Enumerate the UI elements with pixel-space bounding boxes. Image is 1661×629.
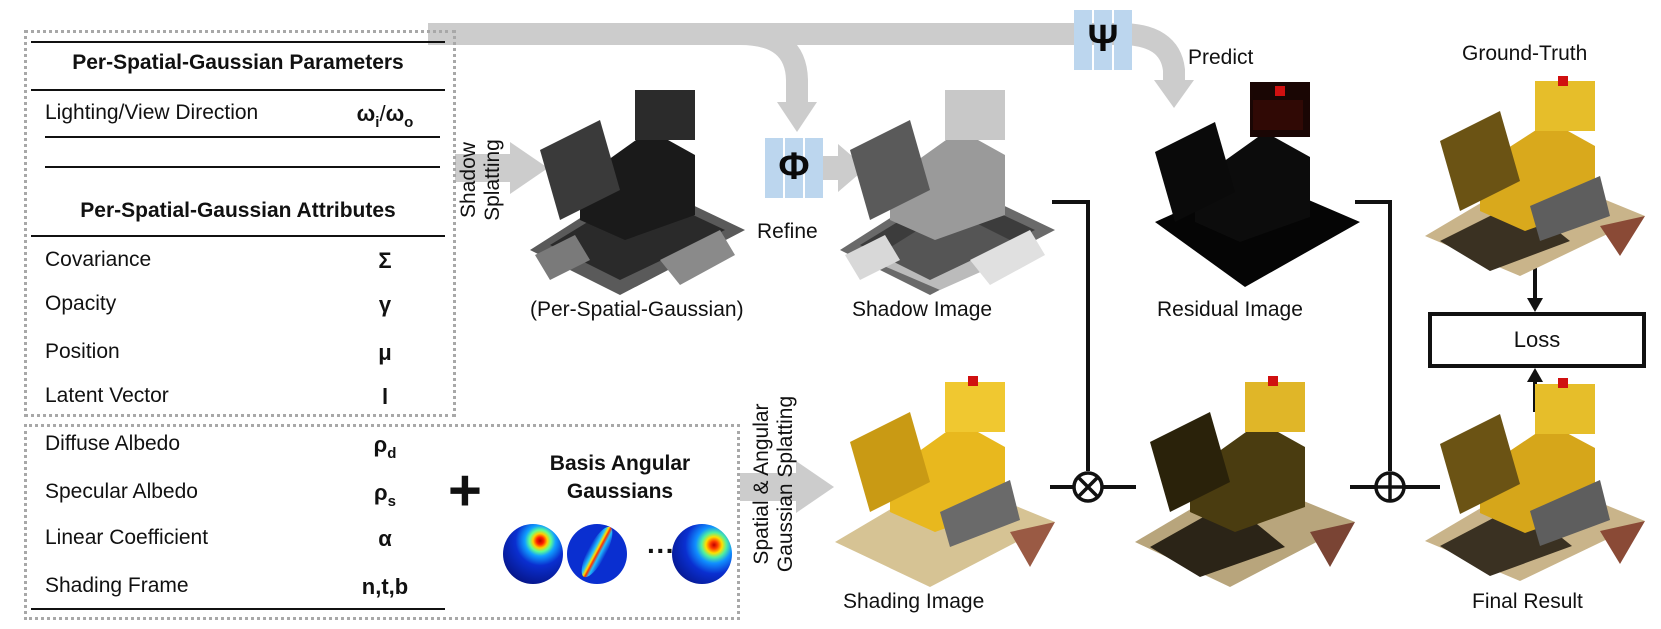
phi-output-shaft xyxy=(822,156,842,180)
residual-image xyxy=(1155,82,1360,287)
phi-output-arrowhead xyxy=(838,144,866,192)
mat-label-frame: Shading Frame xyxy=(45,574,189,597)
shadow-to-multiply-line xyxy=(1052,200,1090,471)
shadow-image-label: Shadow Image xyxy=(852,298,993,321)
phi-tile-2 xyxy=(785,138,803,198)
attr-label-opacity: Opacity xyxy=(45,292,117,315)
psi-tile-2 xyxy=(1094,10,1112,70)
phi-flow-branch xyxy=(739,23,808,104)
basis-spheres-group: ··· xyxy=(503,524,732,584)
psi-tile-3 xyxy=(1114,10,1132,70)
params-bottom-rule xyxy=(45,136,440,138)
phi-network-symbol: Φ xyxy=(778,146,810,188)
mat-symbol-diffuse: ρd xyxy=(373,432,397,462)
spatial-splat-shaft xyxy=(740,473,800,501)
phi-tile-1 xyxy=(765,138,783,198)
loss-label: Loss xyxy=(1513,327,1561,352)
material-table-dotted-frame xyxy=(24,424,740,620)
attributes-header-rule xyxy=(31,235,445,237)
basis-sphere-1 xyxy=(503,524,563,584)
per-spatial-shadow-image xyxy=(530,90,745,295)
psi-tile-1 xyxy=(1074,10,1092,70)
mat-label-diffuse: Diffuse Albedo xyxy=(45,432,181,455)
mat-symbol-specular: ρs xyxy=(374,480,396,510)
mat-symbol-linear: α xyxy=(378,526,392,551)
final-result-image xyxy=(1425,378,1645,581)
mat-label-specular: Specular Albedo xyxy=(45,480,198,503)
shadow-splat-shaft xyxy=(455,154,515,182)
params-header-rule xyxy=(31,89,445,91)
basis-title-line1: Basis Angular xyxy=(549,452,691,475)
multiply-operator-icon xyxy=(1072,471,1104,503)
basis-title-line2: Gaussians xyxy=(566,480,674,503)
attr-symbol-opacity: γ xyxy=(378,292,392,317)
loss-box: Loss xyxy=(1428,312,1646,368)
param-symbol-lighting: ωi/ωo xyxy=(356,101,414,131)
add-operator-icon xyxy=(1374,471,1406,503)
material-bottom-rule xyxy=(31,608,445,610)
basis-ellipsis: ··· xyxy=(647,535,675,566)
attr-symbol-position: μ xyxy=(378,340,392,365)
final-to-loss-arrowhead xyxy=(1527,368,1543,382)
basis-sphere-2 xyxy=(567,524,627,584)
refine-label: Refine xyxy=(757,220,818,243)
attr-label-latent: Latent Vector xyxy=(45,384,169,407)
phi-input-arrowhead xyxy=(777,102,817,132)
attributes-top-rule xyxy=(45,166,440,168)
attributes-table-title: Per-Spatial-Gaussian Attributes xyxy=(80,199,396,222)
predict-arrowhead xyxy=(1154,80,1194,108)
ground-truth-label: Ground-Truth xyxy=(1462,42,1588,65)
mat-label-linear: Linear Coefficient xyxy=(45,526,209,549)
basis-sphere-3 xyxy=(672,524,732,584)
shading-image xyxy=(835,376,1055,587)
predict-label: Predict xyxy=(1188,46,1254,69)
psi-network-symbol: Ψ xyxy=(1087,18,1119,60)
plus-sign: + xyxy=(448,458,482,523)
attr-label-covariance: Covariance xyxy=(45,248,152,271)
shading-image-label: Shading Image xyxy=(843,590,985,613)
shadow-splat-arrowhead xyxy=(510,142,548,194)
attr-symbol-latent: l xyxy=(381,384,389,409)
attr-symbol-covariance: Σ xyxy=(378,248,392,273)
phi-tile-3 xyxy=(805,138,823,198)
param-label-lighting: Lighting/View Direction xyxy=(45,101,259,124)
final-result-label: Final Result xyxy=(1472,590,1583,613)
attr-label-position: Position xyxy=(45,340,120,363)
gt-to-loss-arrowhead xyxy=(1527,298,1543,312)
spatial-splat-arrowhead xyxy=(796,461,834,513)
params-table-title: Per-Spatial-Gaussian Parameters xyxy=(72,51,404,74)
ground-truth-image xyxy=(1425,76,1645,276)
gaussian-table-dotted-frame xyxy=(24,30,456,417)
mat-symbol-frame: n,t,b xyxy=(361,574,409,599)
residual-image-label: Residual Image xyxy=(1157,298,1303,321)
residual-to-add-line xyxy=(1355,200,1392,471)
shadow-image xyxy=(840,90,1055,295)
per-spatial-gaussian-label: (Per-Spatial-Gaussian) xyxy=(530,298,744,321)
params-top-rule xyxy=(31,41,445,43)
shaded-shadow-product-image xyxy=(1135,376,1355,587)
